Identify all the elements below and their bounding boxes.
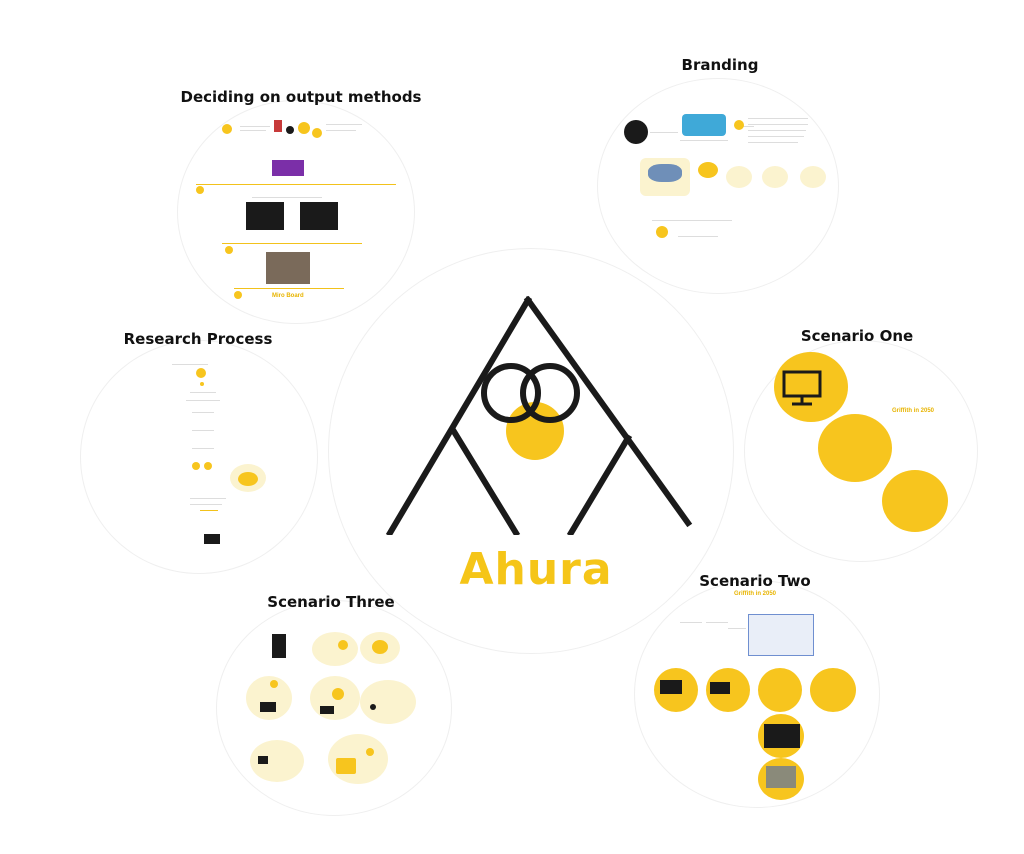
scenario-three-frame[interactable] bbox=[216, 600, 452, 816]
research-frame[interactable] bbox=[80, 340, 318, 574]
output-step-dot bbox=[222, 124, 232, 134]
scenario-one-label: Griffith in 2050 bbox=[892, 408, 935, 414]
ahura-logo-mark[interactable] bbox=[380, 290, 700, 535]
central-frame bbox=[328, 248, 734, 654]
section-title-branding[interactable]: Branding bbox=[681, 56, 759, 74]
section-title-output[interactable]: Deciding on output methods bbox=[180, 88, 422, 106]
branding-frame[interactable] bbox=[597, 78, 839, 294]
ahura-logo-text: Ahura bbox=[459, 544, 613, 595]
section-title-research[interactable]: Research Process bbox=[123, 330, 273, 348]
section-title-scenario-two[interactable]: Scenario Two bbox=[699, 572, 811, 590]
scenario-two-label: Griffith in 2050 bbox=[734, 591, 777, 597]
scenario-two-frame[interactable] bbox=[634, 580, 880, 808]
section-title-scenario-three[interactable]: Scenario Three bbox=[267, 593, 395, 611]
scenario-one-frame[interactable] bbox=[744, 340, 978, 562]
miro-board-label: Miro Board bbox=[272, 293, 304, 299]
section-title-scenario-one[interactable]: Scenario One bbox=[800, 327, 914, 345]
output-frame[interactable] bbox=[177, 100, 415, 324]
